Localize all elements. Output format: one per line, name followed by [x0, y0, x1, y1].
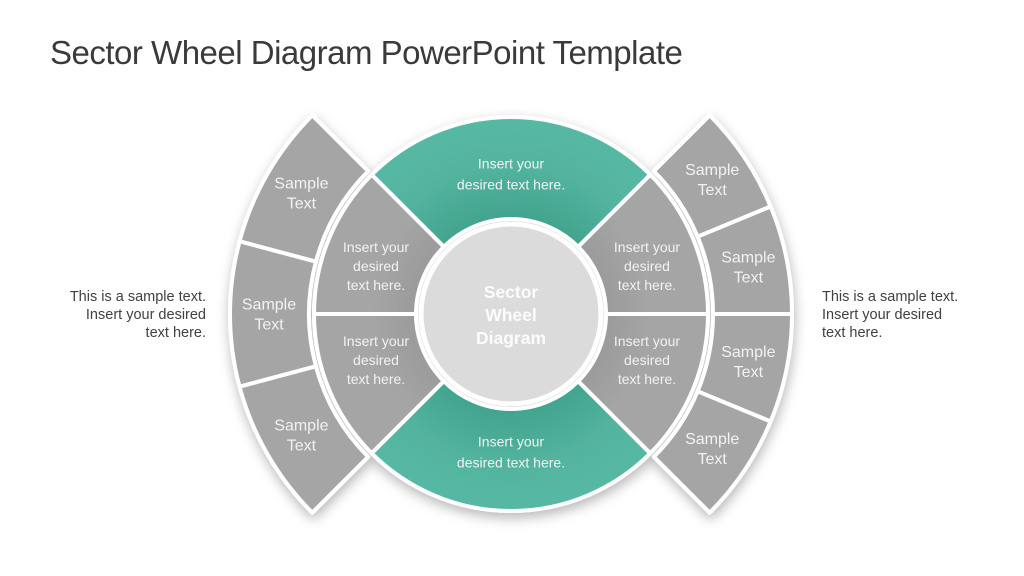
center-circle — [418, 221, 604, 407]
outer-sector-right-2 — [695, 204, 794, 316]
outer-sector-left-3 — [237, 364, 371, 515]
inner-sector-upper-right — [576, 172, 710, 316]
outer-sector-right-1 — [651, 113, 773, 239]
inner-sector-bottom — [369, 379, 653, 513]
right-side-text: This is a sample text.Insert your desire… — [822, 289, 959, 341]
inner-sector-top — [369, 115, 653, 249]
slide-title: Sector Wheel Diagram PowerPoint Template — [50, 34, 683, 71]
inner-sector-lower-right — [576, 312, 710, 456]
outer-sector-left-2 — [228, 239, 318, 389]
left-side-text: This is a sample text.Insert your desire… — [69, 289, 206, 341]
outer-sector-right-4 — [651, 389, 773, 515]
outer-sector-right-3 — [695, 312, 794, 424]
